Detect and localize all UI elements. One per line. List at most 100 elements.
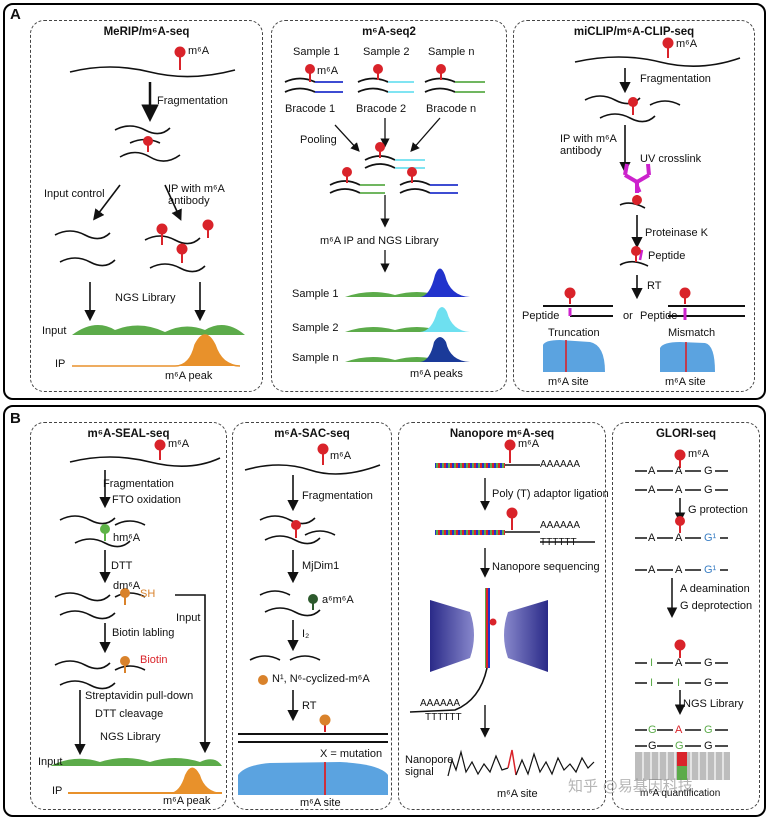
miclip-mismatch-track (660, 342, 715, 372)
merip-m6a-dots (143, 46, 214, 255)
nanopore-graphics (409, 439, 595, 777)
glori-gp2-g: G¹ (704, 564, 717, 576)
merip-m6a-label: m⁶A (188, 45, 210, 57)
seal-streptavidin: Streptavidin pull-down (85, 690, 194, 702)
seal-input-arrow-label: Input (176, 612, 201, 624)
glori-f1-g: G (648, 724, 657, 736)
sac-mutation: X = mutation (320, 748, 383, 760)
merip-input-track (72, 325, 245, 335)
miclip-rt: RT (647, 280, 662, 292)
sac-rt: RT (302, 700, 317, 712)
merip-box (30, 20, 263, 392)
sac-graphics (238, 452, 388, 743)
sac-box (232, 422, 392, 810)
seq2-sample-1: Sample 1 (293, 46, 340, 58)
miclip-box (513, 20, 755, 392)
glori-r1-a2: A (675, 465, 683, 477)
glori-r2-a2: A (675, 484, 683, 496)
merip-graphics (54, 55, 236, 322)
seq2-barcode-n: Bracode n (426, 103, 477, 115)
sac-cyclized: N¹, N⁶-cyclized-m⁶A (272, 673, 370, 685)
miclip-proteinase: Proteinase K (645, 227, 708, 239)
glori-title: GLORI-seq (655, 428, 717, 440)
merip-input-label: Input (42, 325, 67, 337)
nanopore-polyt2: TTTTTT (425, 712, 462, 723)
miclip-peptide-left: Peptide (522, 310, 560, 322)
sac-track (238, 762, 388, 795)
glori-quant-bars (635, 752, 730, 780)
glori-m6a: m⁶A (688, 448, 710, 460)
glori-ngs: NGS Library (683, 698, 744, 710)
seal-biotin-labling: Biotin labling (112, 627, 175, 639)
seal-biotin: Biotin (140, 654, 168, 666)
sac-i2: I₂ (302, 628, 310, 640)
seal-box (30, 422, 227, 810)
glori-f1-g2: G (704, 724, 713, 736)
sac-site: m⁶A site (300, 797, 341, 809)
miclip-mismatch: Mismatch (668, 327, 716, 339)
nanopore-polya: AAAAAA (540, 459, 581, 470)
miclip-site-right: m⁶A site (665, 376, 706, 388)
merip-ip-label: IP (55, 358, 66, 370)
glori-f2-g2: G (675, 740, 684, 752)
glori-gp1-a2: A (675, 532, 683, 544)
glori-f1-a: A (675, 724, 683, 736)
glori-i1-i: I (650, 657, 654, 669)
seal-graphics (54, 448, 221, 756)
nanopore-box (398, 422, 606, 810)
miclip-graphics (543, 46, 745, 320)
miclip-truncation: Truncation (548, 327, 600, 339)
glori-r1-g: G (704, 465, 713, 477)
nanopore-sequencing: Nanopore sequencing (492, 561, 600, 573)
seal-ip-track (68, 767, 222, 793)
sac-mjdim1: MjDim1 (302, 560, 340, 572)
seal-input-label: Input (38, 756, 63, 768)
miclip-m6a: m⁶A (676, 38, 698, 50)
glori-r2-a1: A (648, 484, 656, 496)
miclip-or: or (623, 310, 633, 322)
glori-gp1-a1: A (648, 532, 656, 544)
panel-b (3, 405, 766, 817)
glori-box (612, 422, 760, 810)
glori-i2-g: G (704, 677, 713, 689)
seq2-arrows (334, 117, 441, 273)
glori-i1-g: G (704, 657, 713, 669)
miclip-title: miCLIP/m⁶A-CLIP-seq (573, 26, 695, 38)
seal-dtt: DTT (111, 560, 133, 572)
miclip-uv: UV crosslink (640, 153, 702, 165)
seq2-barcode-2: Bracode 2 (356, 103, 407, 115)
glori-g-protection: G protection (688, 504, 748, 516)
miclip-site-left: m⁶A site (548, 376, 589, 388)
seq2-sample-2: Sample 2 (363, 46, 410, 58)
merip-fragmentation: Fragmentation (157, 95, 228, 107)
sac-fragmentation: Fragmentation (302, 490, 373, 502)
glori-f2-g: G (648, 740, 657, 752)
merip-title: MeRIP/m⁶A-seq (103, 26, 190, 38)
seq2-sample-n: Sample n (428, 46, 475, 58)
seal-fto: FTO oxidation (112, 494, 181, 506)
seq2-row-1: Sample 1 (292, 288, 339, 300)
glori-i2-i: I (650, 677, 654, 689)
glori-gp1-g: G¹ (704, 532, 717, 544)
sac-title: m⁶A-SAC-seq (274, 428, 350, 440)
miclip-peptide-right: Peptide (640, 310, 678, 322)
glori-f2-g3: G (704, 740, 713, 752)
merip-input-control: Input control (44, 188, 105, 200)
seal-sh: SH (140, 588, 156, 600)
seal-hm6a: hm⁶A (113, 532, 141, 544)
seal-peak: m⁶A peak (163, 795, 211, 807)
seq2-m6a-label: m⁶A (317, 65, 339, 77)
seq2-title: m⁶A-seq2 (362, 26, 416, 38)
nanopore-polya2: AAAAAA (540, 520, 581, 531)
seq2-peaks: m⁶A peaks (410, 368, 463, 380)
panel-a-label: A (10, 6, 21, 23)
seq2-pooling: Pooling (300, 134, 337, 146)
seal-m6a: m⁶A (168, 438, 190, 450)
seal-dm6a: dm⁶A (113, 580, 141, 592)
seal-fragmentation: Fragmentation (103, 478, 174, 490)
seq2-row-2: Sample 2 (292, 322, 339, 334)
nanopore-m6a: m⁶A (518, 438, 540, 450)
nanopore-signal: Nanopore signal (405, 754, 454, 778)
seq2-box (271, 20, 507, 392)
glori-g-deprotection: G deprotection (680, 600, 753, 612)
